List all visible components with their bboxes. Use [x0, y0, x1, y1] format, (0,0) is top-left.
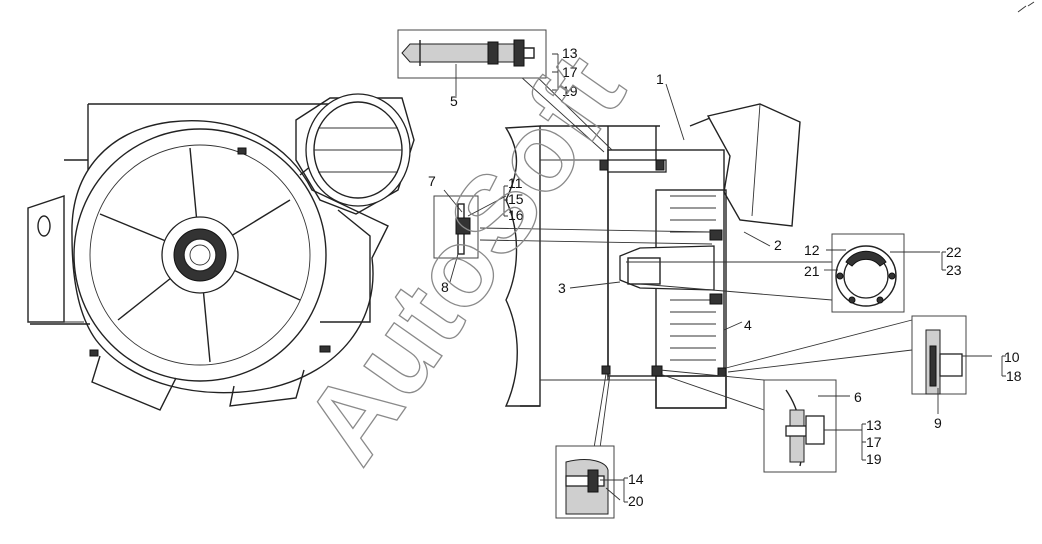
detail-clamp-right	[911, 315, 992, 414]
callout-12: 12	[804, 242, 820, 258]
label-brackets	[503, 53, 1006, 503]
callout-9: 9	[934, 415, 942, 431]
callout-23: 23	[946, 262, 962, 278]
callout-16: 16	[508, 207, 524, 223]
callout-10: 10	[1004, 349, 1020, 365]
detail-bolt-bottom	[555, 445, 624, 519]
callout-22: 22	[946, 244, 962, 260]
leader-lines	[479, 67, 913, 449]
callout-18: 18	[1006, 368, 1022, 384]
callout-15: 15	[508, 191, 524, 207]
fan-front-view	[27, 93, 415, 411]
callout-11: 11	[508, 175, 523, 191]
detail-ring-right	[824, 233, 940, 313]
callout-1: 1	[656, 71, 664, 87]
callout-7: 7	[428, 173, 436, 189]
callout-5: 5	[450, 93, 458, 109]
corner-mark	[1017, 1, 1035, 13]
callout-17-mid: 17	[866, 434, 882, 450]
callout-labels: 1 2 3 4 5 6 7 8 9 10 11 12 13 17 19 15 1…	[428, 45, 1022, 509]
fan-side-view	[504, 103, 801, 409]
callout-8: 8	[441, 279, 449, 295]
detail-bolt-top	[397, 29, 547, 96]
callout-2: 2	[774, 237, 782, 253]
callout-19-mid: 19	[866, 451, 882, 467]
callout-4: 4	[744, 317, 752, 333]
callout-17-top: 17	[562, 64, 578, 80]
detail-bracket-left	[433, 189, 507, 283]
callout-14: 14	[628, 471, 644, 487]
callout-20: 20	[628, 493, 644, 509]
callout-13-mid: 13	[866, 417, 882, 433]
detail-bolt-mid	[763, 379, 862, 473]
callout-13-top: 13	[562, 45, 578, 61]
callout-19-top: 19	[562, 83, 578, 99]
callout-21: 21	[804, 263, 820, 279]
callout-3: 3	[558, 280, 566, 296]
callout-6: 6	[854, 389, 862, 405]
